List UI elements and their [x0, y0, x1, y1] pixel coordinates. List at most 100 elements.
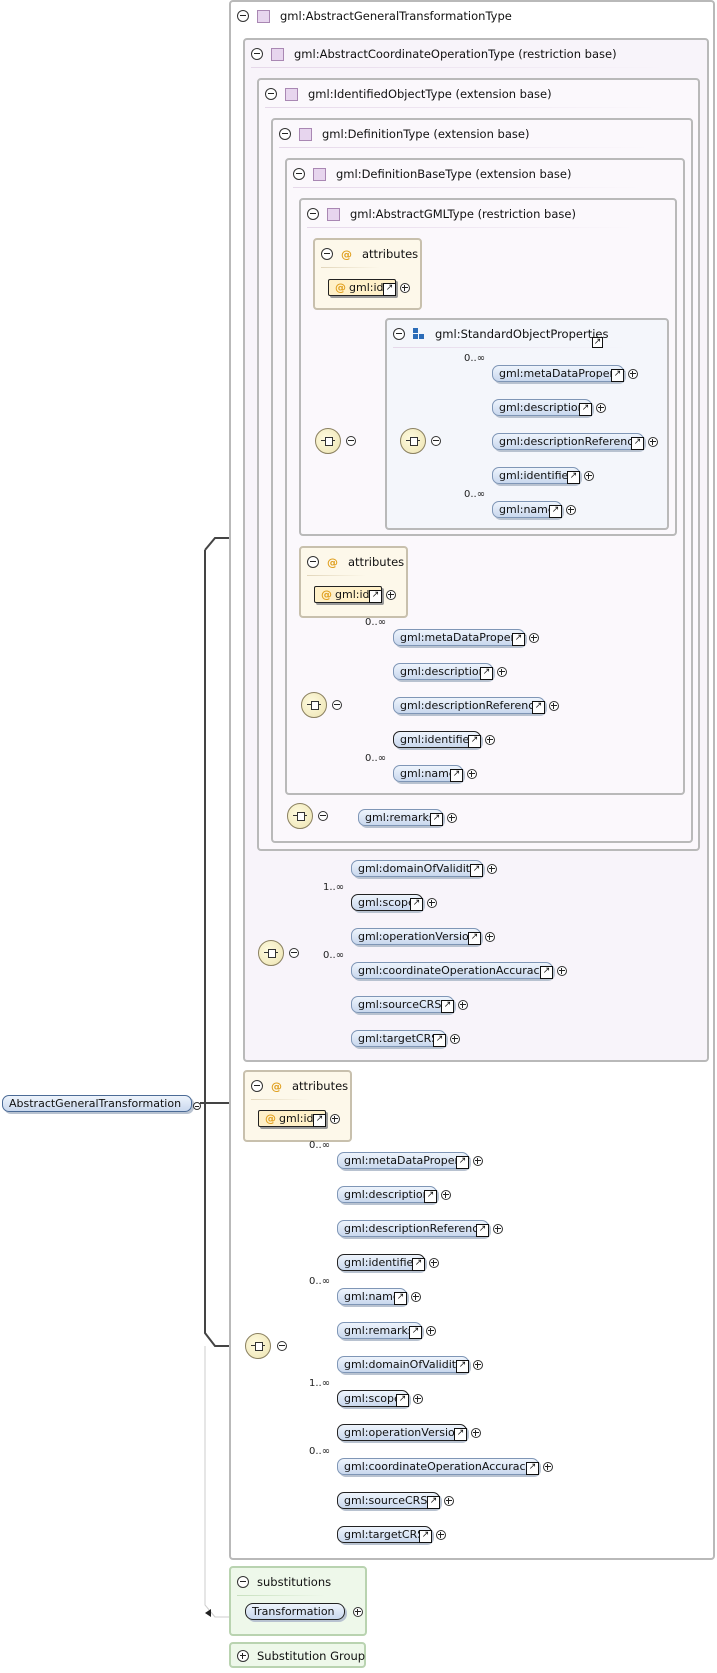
reference-arrow-icon[interactable]: ↗: [396, 1394, 409, 1407]
collapse-toggle[interactable]: [237, 10, 249, 22]
reference-arrow-icon[interactable]: ↗: [383, 283, 396, 296]
reference-arrow-icon[interactable]: ↗: [592, 337, 603, 348]
expand-toggle[interactable]: [458, 1000, 468, 1010]
element-gml-description[interactable]: gml:description↗: [393, 663, 507, 680]
expand-toggle[interactable]: [473, 1360, 483, 1370]
element-gml-domainOfValidity[interactable]: gml:domainOfValidity↗: [351, 860, 497, 877]
reference-arrow-icon[interactable]: ↗: [480, 667, 493, 680]
element-gml-descriptionReference[interactable]: gml:descriptionReference↗: [393, 697, 559, 714]
expand-toggle[interactable]: [596, 403, 606, 413]
expand-toggle[interactable]: [429, 1258, 439, 1268]
root-collapse-toggle[interactable]: [193, 1102, 201, 1110]
sequence-collapse-toggle[interactable]: [431, 436, 441, 446]
element-gml-scope[interactable]: gml:scope↗: [337, 1390, 423, 1407]
collapse-toggle[interactable]: [307, 556, 319, 568]
element-gml-coordinateOperationAccuracy[interactable]: gml:coordinateOperationAccuracy↗: [337, 1458, 553, 1475]
element-gml-name[interactable]: gml:name↗: [393, 765, 477, 782]
expand-toggle[interactable]: [557, 966, 567, 976]
collapse-toggle[interactable]: [321, 248, 333, 260]
element-gml-identifier[interactable]: gml:identifier↗: [492, 467, 594, 484]
substitution-transformation[interactable]: Transformation: [245, 1603, 363, 1620]
reference-arrow-icon[interactable]: ↗: [549, 505, 562, 518]
collapse-toggle[interactable]: [279, 128, 291, 140]
reference-arrow-icon[interactable]: ↗: [410, 898, 423, 911]
element-gml-descriptionReference[interactable]: gml:descriptionReference↗: [492, 433, 658, 450]
reference-arrow-icon[interactable]: ↗: [532, 701, 545, 714]
element-gml-name[interactable]: gml:name↗: [492, 501, 576, 518]
reference-arrow-icon[interactable]: ↗: [409, 1326, 422, 1339]
expand-toggle[interactable]: [450, 1034, 460, 1044]
expand-toggle[interactable]: [237, 1650, 249, 1662]
expand-toggle[interactable]: [493, 1224, 503, 1234]
expand-toggle[interactable]: [436, 1530, 446, 1540]
element-gml-sourceCRS[interactable]: gml:sourceCRS↗: [351, 996, 468, 1013]
element-gml-sourceCRS[interactable]: gml:sourceCRS↗: [337, 1492, 454, 1509]
collapse-toggle[interactable]: [307, 208, 319, 220]
collapse-toggle[interactable]: [251, 48, 263, 60]
reference-arrow-icon[interactable]: ↗: [512, 633, 525, 646]
reference-arrow-icon[interactable]: ↗: [476, 1224, 489, 1237]
substitution-group-box[interactable]: Substitution Group: [229, 1642, 366, 1668]
expand-toggle[interactable]: [441, 1190, 451, 1200]
reference-arrow-icon[interactable]: ↗: [567, 471, 580, 484]
attribute-gml-id[interactable]: @ gml:id ↗: [258, 1110, 340, 1127]
element-gml-operationVersion[interactable]: gml:operationVersion↗: [351, 928, 495, 945]
collapse-toggle[interactable]: [237, 1576, 249, 1588]
reference-arrow-icon[interactable]: ↗: [441, 1000, 454, 1013]
reference-arrow-icon[interactable]: ↗: [526, 1462, 539, 1475]
reference-arrow-icon[interactable]: ↗: [611, 369, 624, 382]
reference-arrow-icon[interactable]: ↗: [456, 1360, 469, 1373]
expand-toggle[interactable]: [648, 437, 658, 447]
element-gml-name[interactable]: gml:name↗: [337, 1288, 421, 1305]
collapse-toggle[interactable]: [251, 1080, 263, 1092]
reference-arrow-icon[interactable]: ↗: [470, 864, 483, 877]
expand-toggle[interactable]: [497, 667, 507, 677]
element-gml-domainOfValidity[interactable]: gml:domainOfValidity↗: [337, 1356, 483, 1373]
element-gml-targetCRS[interactable]: gml:targetCRS↗: [351, 1030, 460, 1047]
element-gml-description[interactable]: gml:description↗: [492, 399, 606, 416]
element-gml-description[interactable]: gml:description↗: [337, 1186, 451, 1203]
expand-toggle[interactable]: [529, 633, 539, 643]
expand-toggle[interactable]: [330, 1114, 340, 1124]
sequence-collapse-toggle[interactable]: [346, 436, 356, 446]
expand-toggle[interactable]: [584, 471, 594, 481]
expand-toggle[interactable]: [386, 590, 396, 600]
reference-arrow-icon[interactable]: ↗: [631, 437, 644, 450]
element-gml-descriptionReference[interactable]: gml:descriptionReference↗: [337, 1220, 503, 1237]
sequence-collapse-toggle[interactable]: [277, 1341, 287, 1351]
expand-toggle[interactable]: [411, 1292, 421, 1302]
expand-toggle[interactable]: [447, 813, 457, 823]
reference-arrow-icon[interactable]: ↗: [433, 1034, 446, 1047]
sequence-collapse-toggle[interactable]: [289, 948, 299, 958]
element-gml-scope[interactable]: gml:scope↗: [351, 894, 437, 911]
reference-arrow-icon[interactable]: ↗: [313, 1114, 326, 1127]
expand-toggle[interactable]: [485, 932, 495, 942]
expand-toggle[interactable]: [471, 1428, 481, 1438]
element-gml-metaDataProperty[interactable]: gml:metaDataProperty↗: [492, 365, 638, 382]
attribute-gml-id[interactable]: @ gml:id ↗: [314, 586, 396, 603]
collapse-toggle[interactable]: [393, 328, 405, 340]
reference-arrow-icon[interactable]: ↗: [468, 932, 481, 945]
reference-arrow-icon[interactable]: ↗: [540, 966, 553, 979]
reference-arrow-icon[interactable]: ↗: [579, 403, 592, 416]
expand-toggle[interactable]: [473, 1156, 483, 1166]
element-gml-metaDataProperty[interactable]: gml:metaDataProperty↗: [393, 629, 539, 646]
expand-toggle[interactable]: [543, 1462, 553, 1472]
expand-toggle[interactable]: [426, 1326, 436, 1336]
reference-arrow-icon[interactable]: ↗: [369, 590, 382, 603]
expand-toggle[interactable]: [487, 864, 497, 874]
expand-toggle[interactable]: [467, 769, 477, 779]
expand-toggle[interactable]: [400, 283, 410, 293]
element-gml-coordinateOperationAccuracy[interactable]: gml:coordinateOperationAccuracy↗: [351, 962, 567, 979]
expand-toggle[interactable]: [427, 898, 437, 908]
reference-arrow-icon[interactable]: ↗: [468, 735, 481, 748]
element-gml-operationVersion[interactable]: gml:operationVersion↗: [337, 1424, 481, 1441]
collapse-toggle[interactable]: [265, 88, 277, 100]
expand-toggle[interactable]: [628, 369, 638, 379]
reference-arrow-icon[interactable]: ↗: [430, 813, 443, 826]
reference-arrow-icon[interactable]: ↗: [424, 1190, 437, 1203]
element-gml-targetCRS[interactable]: gml:targetCRS↗: [337, 1526, 446, 1543]
reference-arrow-icon[interactable]: ↗: [456, 1156, 469, 1169]
element-gml-identifier[interactable]: gml:identifier↗: [393, 731, 495, 748]
element-gml-metaDataProperty[interactable]: gml:metaDataProperty↗: [337, 1152, 483, 1169]
